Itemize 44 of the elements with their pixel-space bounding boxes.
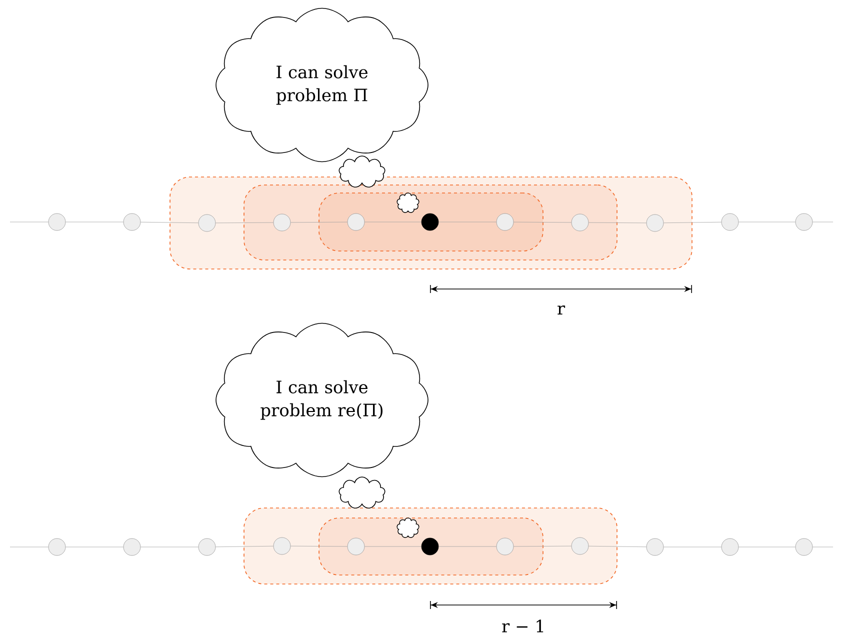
vertex — [496, 538, 514, 556]
vertex — [571, 537, 589, 555]
line-segment — [364, 546, 422, 547]
line-segment — [588, 546, 646, 548]
dimension-label: r — [558, 305, 566, 315]
center-vertex — [421, 213, 439, 231]
line-segment — [66, 546, 124, 548]
line-segment — [588, 222, 646, 224]
vertex — [48, 538, 66, 556]
line-segment — [290, 546, 348, 547]
line-segment — [514, 546, 572, 547]
line-segment — [438, 546, 496, 547]
thought-cloud: I can solve problem re(Π) — [216, 322, 428, 478]
vertex — [721, 538, 739, 556]
line-segment — [290, 222, 348, 223]
thought-cloud: I can solve problem Π — [216, 8, 428, 162]
vertex — [198, 214, 216, 232]
line-segment — [812, 546, 834, 548]
vertex — [273, 537, 291, 555]
line-segment — [10, 546, 48, 548]
vertex — [795, 213, 813, 231]
vertex — [273, 214, 291, 232]
line-segment — [140, 222, 198, 224]
center-vertex — [421, 538, 439, 556]
vertex — [123, 538, 141, 556]
vertex — [123, 213, 141, 231]
vertex — [347, 213, 365, 231]
line-segment — [664, 222, 722, 224]
line-segment — [514, 222, 572, 223]
line-segment — [216, 222, 274, 224]
vertex — [347, 538, 365, 556]
dimension-label: r − 1 — [502, 620, 544, 632]
line-segment — [140, 546, 198, 548]
vertex — [48, 213, 66, 231]
line-segment — [664, 546, 722, 548]
vertex — [721, 213, 739, 231]
vertex — [646, 538, 664, 556]
line-segment — [738, 546, 796, 548]
vertex — [795, 538, 813, 556]
vertex — [646, 214, 664, 232]
vertex — [571, 214, 589, 232]
line-segment — [216, 546, 274, 548]
vertex — [496, 213, 514, 231]
vertex — [198, 538, 216, 556]
